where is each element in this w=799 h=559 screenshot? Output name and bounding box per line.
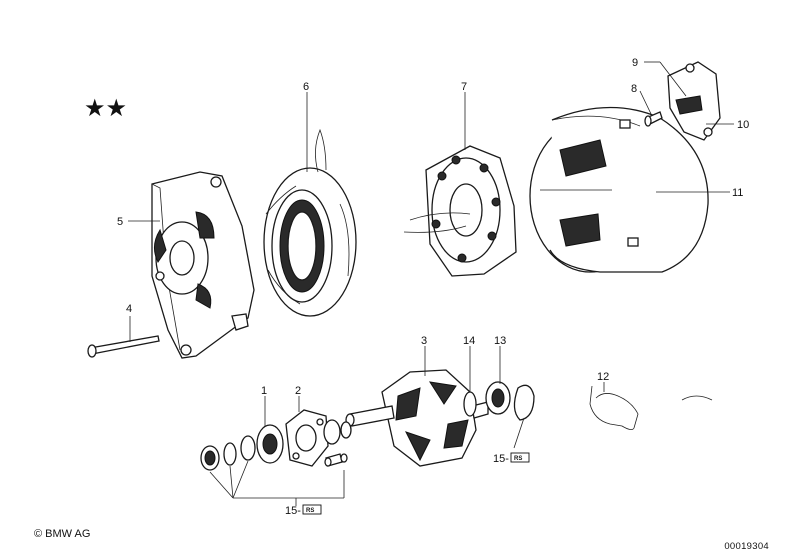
marker-stars: ★★ bbox=[84, 94, 127, 122]
part-15-washer-small bbox=[200, 445, 220, 471]
part-3-rotor bbox=[345, 369, 489, 467]
part-spacer-ring bbox=[323, 419, 352, 445]
part-8-screw bbox=[644, 111, 663, 127]
label-8: 8 bbox=[631, 83, 637, 95]
part-12-clip bbox=[589, 385, 713, 430]
label-9: 9 bbox=[632, 57, 638, 69]
part-15-ring-right bbox=[513, 384, 535, 421]
label-3: 3 bbox=[421, 335, 427, 347]
label-15-left: 15- bbox=[285, 505, 301, 517]
label-4: 4 bbox=[126, 303, 132, 315]
part-14-slip-ring bbox=[463, 391, 477, 417]
rs-text-right: RS bbox=[514, 456, 522, 462]
label-2: 2 bbox=[295, 385, 301, 397]
part-9-brush-holder bbox=[667, 61, 721, 141]
rs-badge-right bbox=[510, 452, 530, 463]
rs-badge-left bbox=[302, 504, 322, 515]
part-5-end-housing bbox=[151, 171, 255, 359]
label-11: 11 bbox=[732, 187, 743, 199]
leader-lines bbox=[128, 61, 734, 506]
label-12: 12 bbox=[597, 371, 609, 383]
part-4-through-bolt bbox=[87, 335, 160, 358]
part-1-bearing bbox=[256, 424, 284, 464]
part-15-washer bbox=[223, 442, 237, 466]
part-2-bearing-plate bbox=[285, 409, 329, 467]
label-10: 10 bbox=[737, 119, 749, 131]
part-13-bearing bbox=[485, 381, 511, 415]
label-1: 1 bbox=[261, 385, 267, 397]
label-6: 6 bbox=[303, 81, 309, 93]
part-11-cover bbox=[529, 106, 709, 273]
part-15-screws bbox=[324, 453, 348, 467]
label-5: 5 bbox=[117, 216, 123, 228]
part-6-stator bbox=[263, 128, 357, 317]
part-number-labels: 5 4 6 7 9 8 10 11 3 14 13 12 1 2 15- 15-… bbox=[117, 57, 749, 517]
label-7: 7 bbox=[461, 81, 467, 93]
rs-text-left: RS bbox=[306, 508, 314, 514]
part-15-ring-left bbox=[240, 435, 256, 461]
copyright-notice: © BMW AG bbox=[34, 528, 91, 540]
label-15-right: 15- bbox=[493, 453, 509, 465]
label-14: 14 bbox=[463, 335, 475, 347]
label-13: 13 bbox=[494, 335, 506, 347]
part-7-rectifier bbox=[403, 145, 517, 277]
diagram-part-id: 00019304 bbox=[724, 541, 769, 552]
